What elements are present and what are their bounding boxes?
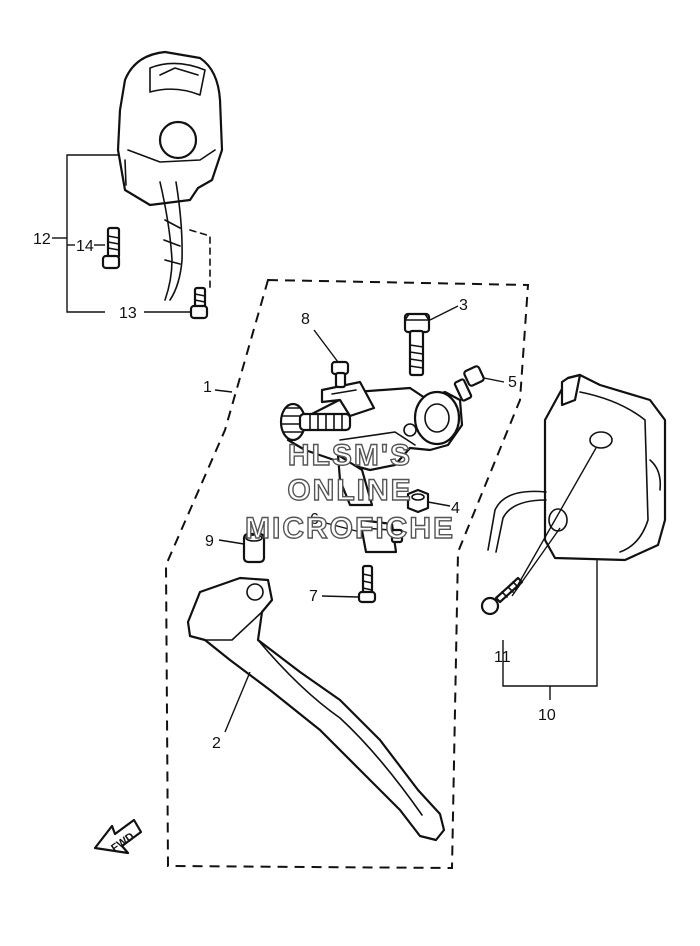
callout-1: 1 <box>203 379 212 396</box>
screw-8 <box>330 360 350 389</box>
callout-11: 11 <box>494 649 511 666</box>
fwd-arrow-icon: FWD <box>93 818 143 855</box>
callout-2: 2 <box>212 735 221 752</box>
screw-14 <box>101 226 121 270</box>
callout-14: 14 <box>76 238 94 255</box>
bracket-12 <box>66 154 120 313</box>
callout-13: 13 <box>119 305 137 322</box>
assembly-1-boundary <box>164 278 530 870</box>
screw-5 <box>453 365 485 402</box>
watermark: HLSM'S ONLINE MICROFICHE <box>244 438 455 545</box>
callout-8: 8 <box>301 311 310 328</box>
cover-10 <box>487 373 667 562</box>
svg-text:ONLINE: ONLINE <box>287 474 412 507</box>
callout-12: 12 <box>33 231 51 248</box>
callout-6: 6 <box>310 511 319 528</box>
svg-text:MICROFICHE: MICROFICHE <box>245 512 455 545</box>
screw-13 <box>189 286 209 320</box>
callout-7: 7 <box>309 588 318 605</box>
bushing-9 <box>242 532 266 564</box>
bolt-3 <box>403 312 431 377</box>
screw-7 <box>357 564 377 604</box>
callout-3: 3 <box>459 297 468 314</box>
handlebar-switch <box>116 50 224 301</box>
callout-5: 5 <box>508 374 517 391</box>
callout-4: 4 <box>451 500 460 517</box>
lever-2 <box>186 576 446 842</box>
svg-text:HLSM'S: HLSM'S <box>288 439 412 472</box>
callout-10: 10 <box>538 707 556 724</box>
callout-9: 9 <box>205 533 214 550</box>
lever-holder <box>279 380 464 507</box>
screw-11 <box>480 576 524 616</box>
nut-4 <box>406 488 430 514</box>
switch-6 <box>358 518 404 554</box>
adjuster-knob <box>279 402 352 442</box>
